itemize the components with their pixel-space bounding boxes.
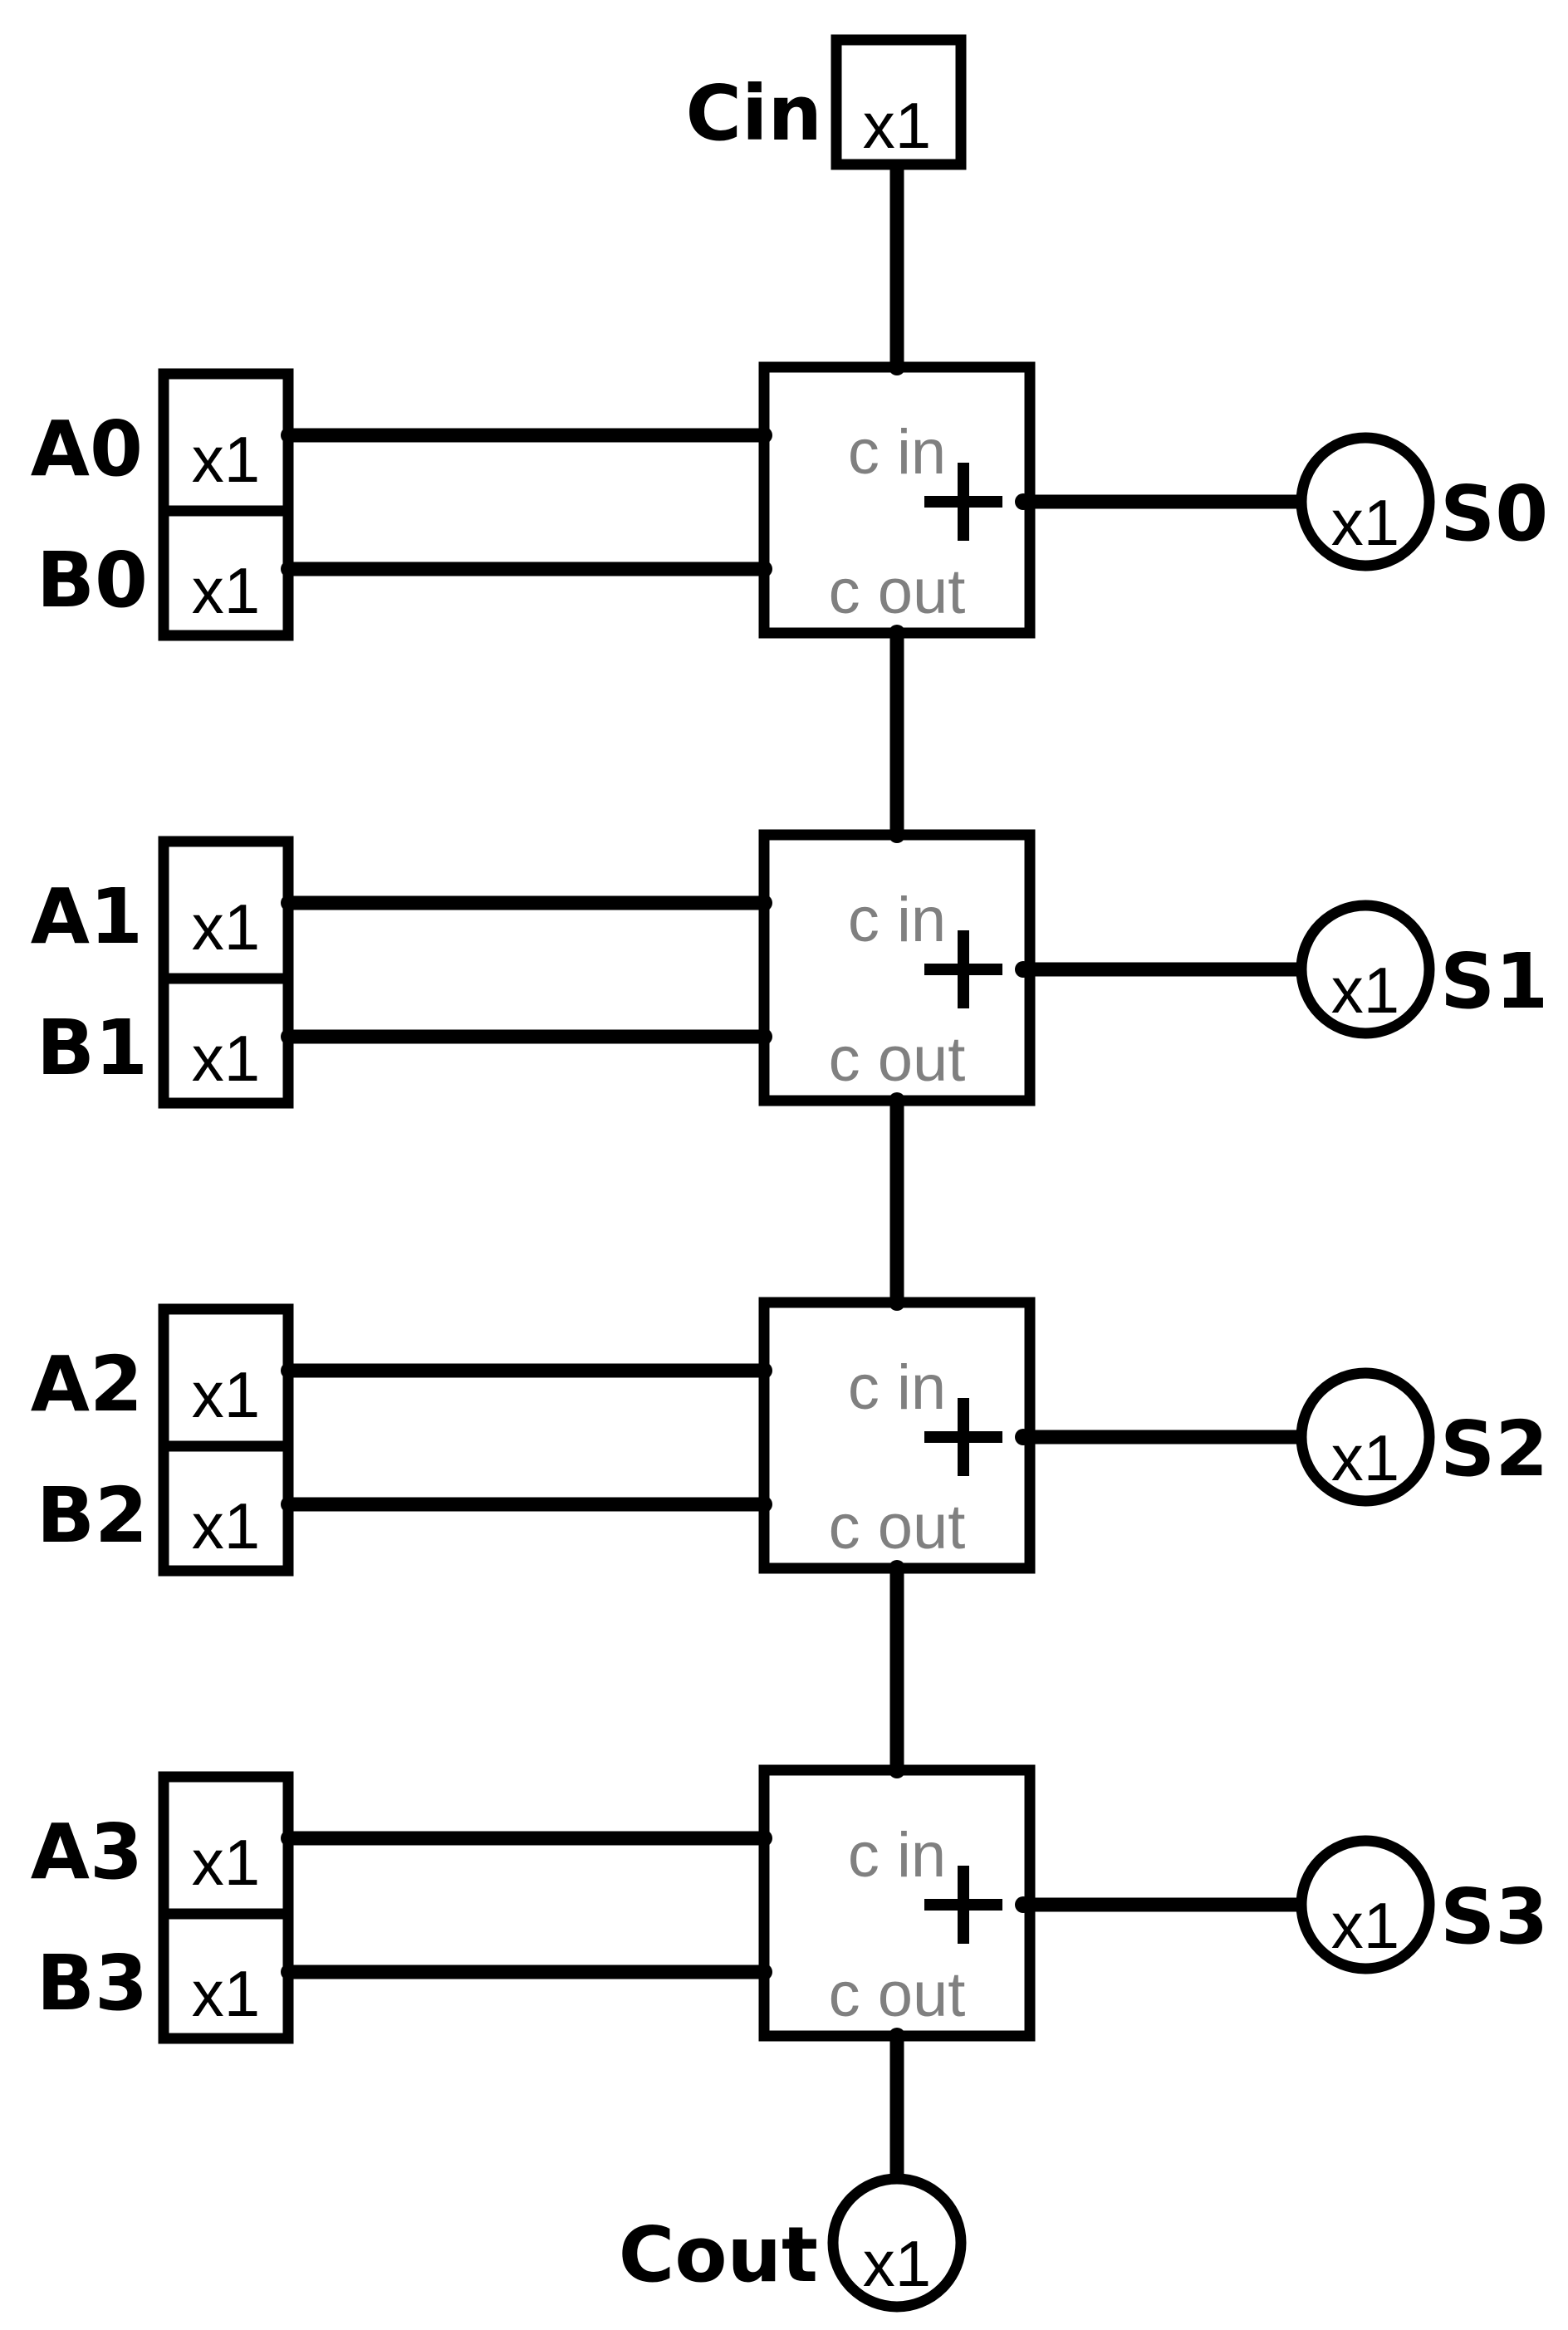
adder-1-sum-port	[1015, 961, 1031, 978]
s0-label: S0	[1440, 469, 1548, 558]
adder-2-plus-icon	[924, 1398, 1002, 1476]
b0-marker: x1	[192, 554, 260, 627]
adder-0-plus-icon	[924, 463, 1002, 541]
adder-3-b-port	[756, 1964, 772, 1980]
carry-in-label: Cin	[685, 69, 822, 158]
carry-in-input-box	[831, 34, 967, 170]
adder-3-cin-port	[889, 1762, 905, 1778]
adder-1-cin-port	[889, 827, 905, 843]
s3-label: S3	[1440, 1872, 1548, 1961]
a3-label: A3	[31, 1808, 143, 1896]
adder-2-a-port	[756, 1362, 772, 1379]
adder-2-carry-out-label: c out	[829, 1492, 966, 1562]
a2-marker: x1	[192, 1358, 260, 1431]
carry-out-marker: x1	[863, 2227, 931, 2300]
adder-1-cout-port	[889, 1092, 905, 1109]
adder-1-carry-in-label: c in	[848, 885, 946, 955]
adder-3-a-port	[756, 1830, 772, 1847]
s1-marker: x1	[1331, 954, 1399, 1027]
adder-2-sum-port	[1015, 1429, 1031, 1445]
carry-in-pin: x1 Cin	[685, 34, 967, 367]
carry-out-output-circle	[827, 2173, 967, 2313]
adder-2-cout-port	[889, 1560, 905, 1577]
adder-stage-2: x1 x1 A2 B2 c in c out x1 S2	[31, 1294, 1548, 1770]
adder-1-plus-icon	[924, 930, 1002, 1008]
adder-0-b-port	[756, 561, 772, 577]
adder-1-a-port	[756, 895, 772, 911]
carry-in-marker: x1	[863, 89, 931, 162]
a3-input-box	[158, 1771, 294, 1920]
adder-0-sum-port	[1015, 493, 1031, 510]
adder-1-carry-out-label: c out	[829, 1024, 966, 1095]
adder-3-carry-out-label: c out	[829, 1960, 966, 2030]
s2-marker: x1	[1331, 1421, 1399, 1494]
adder-3-carry-in-label: c in	[848, 1820, 946, 1891]
s1-label: S1	[1440, 937, 1548, 1026]
a0-label: A0	[31, 405, 143, 493]
adder-0-carry-out-label: c out	[829, 557, 966, 627]
b1-marker: x1	[192, 1022, 260, 1095]
adder-3-sum-port	[1015, 1896, 1031, 1913]
a1-label: A1	[31, 872, 143, 961]
s2-output-circle	[1296, 1367, 1435, 1507]
adder-0-a-port	[756, 427, 772, 444]
b3-label: B3	[37, 1939, 148, 2028]
adder-0-cout-port	[889, 625, 905, 641]
a2-pin-dot	[281, 1362, 297, 1379]
a0-marker: x1	[192, 423, 260, 496]
s3-marker: x1	[1331, 1889, 1399, 1962]
s0-output-circle	[1296, 432, 1435, 571]
adder-2-carry-in-label: c in	[848, 1352, 946, 1423]
a1-pin-dot	[281, 895, 297, 911]
adder-3-cout-port	[889, 2028, 905, 2044]
b0-input-box	[158, 505, 294, 641]
b1-pin-dot	[281, 1028, 297, 1045]
b2-label: B2	[37, 1471, 148, 1560]
b1-label: B1	[37, 1003, 148, 1092]
a0-pin-dot	[281, 427, 297, 444]
adder-2-cin-port	[889, 1294, 905, 1311]
b3-marker: x1	[192, 1957, 260, 2030]
b3-pin-dot	[281, 1964, 297, 1980]
s2-label: S2	[1440, 1405, 1548, 1494]
adder-stage-3: x1 x1 A3 B3 c in c out x1 S3	[31, 1762, 1548, 2176]
a3-pin-dot	[281, 1830, 297, 1847]
a2-label: A2	[31, 1340, 143, 1429]
adder-0-cin-port	[889, 359, 905, 375]
s1-output-circle	[1296, 900, 1435, 1039]
b2-pin-dot	[281, 1496, 297, 1513]
adder-1-b-port	[756, 1028, 772, 1045]
b0-pin-dot	[281, 561, 297, 577]
carry-out-pin: x1 Cout	[619, 2173, 967, 2313]
s3-output-circle	[1296, 1835, 1435, 1974]
adder-2-b-port	[756, 1496, 772, 1513]
b2-marker: x1	[192, 1489, 260, 1562]
adder-3-plus-icon	[924, 1866, 1002, 1944]
adder-0-carry-in-label: c in	[848, 417, 946, 488]
carry-out-label: Cout	[619, 2210, 818, 2299]
b0-label: B0	[37, 536, 148, 625]
a3-marker: x1	[192, 1826, 260, 1899]
adder-stage-0: x1 x1 A0 B0 c in c out x1 S0	[31, 359, 1548, 835]
adder-stage-1: x1 x1 A1 B1 c in c out x1 S1	[31, 827, 1548, 1302]
a1-marker: x1	[192, 890, 260, 964]
s0-marker: x1	[1331, 486, 1399, 559]
